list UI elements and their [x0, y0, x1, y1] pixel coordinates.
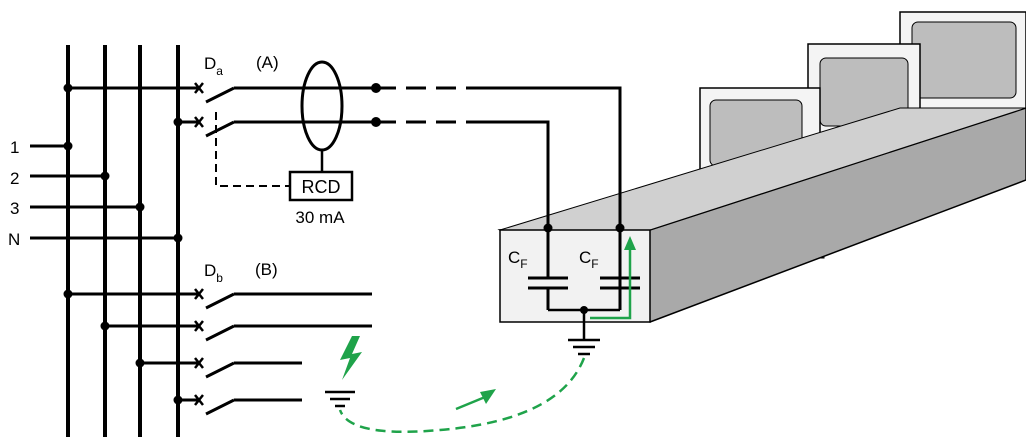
earth-ground-icon [325, 390, 355, 408]
capacitor-left [528, 276, 568, 310]
circuit-a-tag: (A) [256, 53, 279, 72]
capacitor-label-right: CF [579, 248, 599, 271]
leakage-arrow-up [624, 236, 636, 250]
phase-label-1: 1 [10, 138, 19, 157]
rcd-rating: 30 mA [295, 208, 345, 227]
breaker-a-contacts [194, 82, 204, 128]
bus-junctions [63, 83, 183, 405]
equipment-enclosure [497, 107, 1026, 323]
incoming-feeders [30, 144, 178, 240]
earth-ground-icon [568, 338, 600, 356]
fault-lightning-icon [340, 336, 362, 380]
rcd-box [288, 170, 354, 202]
breaker-b-name: Db [204, 261, 223, 285]
breaker-b-sub: b [216, 271, 223, 285]
phase-label-2: 2 [10, 169, 19, 188]
bus-bars [66, 45, 180, 437]
capacitor-right [600, 270, 640, 310]
phase-label-3: 3 [10, 199, 19, 218]
circuit-b-wiring [68, 292, 372, 416]
phase-label-n: N [8, 230, 20, 249]
current-transformer-toroid [300, 60, 344, 152]
circuit-b-tag: (B) [255, 260, 278, 279]
rcd-trip-link [215, 112, 290, 187]
capacitor-label-left: CF [508, 248, 528, 271]
breaker-b-contacts [194, 288, 204, 406]
leakage-current-path [338, 244, 632, 433]
circuit-a-junctions [371, 83, 625, 233]
rcd-label: RCD [302, 177, 341, 197]
breaker-a-sub: a [216, 64, 223, 78]
breaker-a-name: Da [204, 54, 223, 78]
